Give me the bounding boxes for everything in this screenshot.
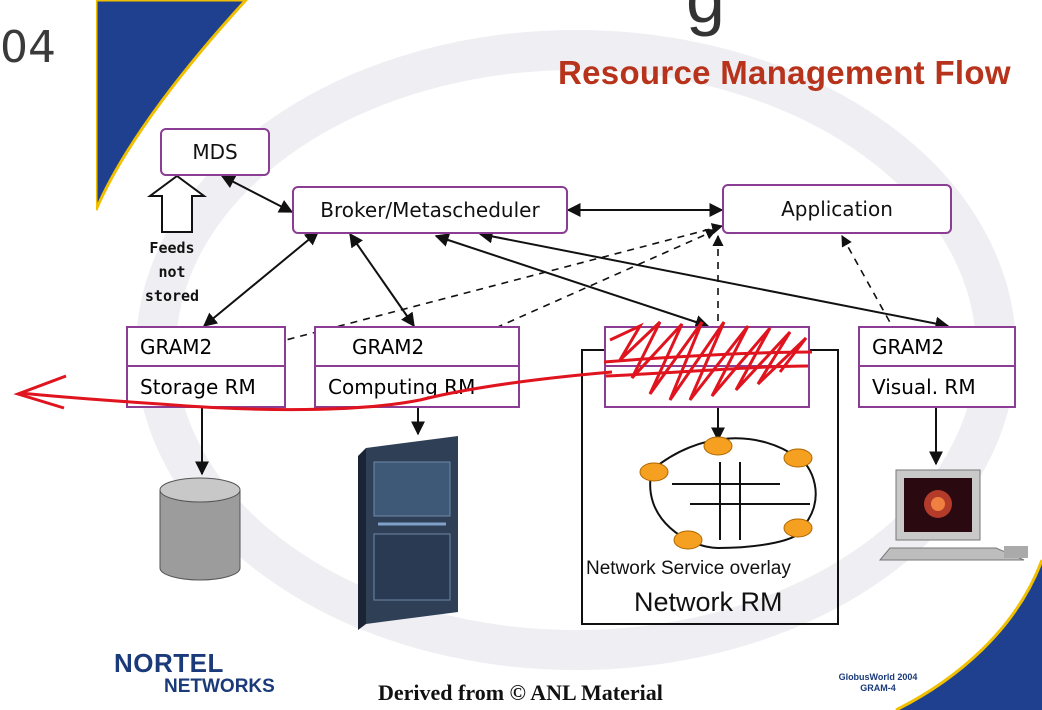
broker-storage-arrow bbox=[202, 231, 320, 327]
annotation-arrow-line bbox=[19, 370, 613, 412]
slide-title: Resource Management Flow bbox=[558, 54, 1011, 91]
server-tower-icon bbox=[358, 436, 458, 630]
storage-rm-label: Storage RM bbox=[140, 374, 256, 399]
bottom-right-swoosh bbox=[896, 560, 1042, 710]
feeds-label: Feeds not stored bbox=[144, 239, 200, 305]
network-node-icon bbox=[703, 436, 733, 456]
mds-box: MDS bbox=[160, 128, 270, 176]
broker-label: Broker/Metascheduler bbox=[320, 198, 540, 222]
scribble-annotation bbox=[603, 320, 813, 401]
computing-gram-box: GRAM2 Computing RM bbox=[314, 326, 520, 408]
workstation-icon bbox=[878, 469, 1028, 561]
footer-event-line2: GRAM-4 bbox=[860, 683, 896, 693]
network-overlay-label: Network Service overlay bbox=[586, 558, 791, 579]
nortel-logo-sub: NETWORKS bbox=[164, 676, 275, 697]
network-node-icon bbox=[783, 518, 813, 538]
visual-gram-box: GRAM2 Visual. RM bbox=[858, 326, 1016, 408]
network-node-icon bbox=[639, 462, 669, 482]
bottom-right-swoosh-edge bbox=[895, 559, 1042, 710]
broker-computing-arrow bbox=[349, 232, 415, 328]
mds-label: MDS bbox=[192, 140, 238, 164]
storage-gram-box: GRAM2 Storage RM bbox=[126, 326, 286, 408]
broker-visual-arrow bbox=[478, 229, 950, 331]
title-fragment: g bbox=[686, 0, 725, 38]
computing-gram-label: GRAM2 bbox=[316, 328, 518, 367]
nortel-logo: NORTEL bbox=[114, 648, 224, 678]
network-gram-label bbox=[606, 328, 808, 367]
storage-gram-label: GRAM2 bbox=[128, 328, 284, 367]
visual-gram-label: GRAM2 bbox=[860, 328, 1014, 367]
application-label: Application bbox=[781, 197, 893, 221]
mds-broker-arrow bbox=[220, 175, 294, 213]
app-computing-dashed bbox=[445, 228, 718, 351]
footer-event-line1: GlobusWorld 2004 bbox=[838, 672, 918, 682]
application-box: Application bbox=[722, 184, 952, 234]
top-left-swoosh bbox=[96, 0, 246, 210]
storage-cylinder-icon bbox=[159, 477, 241, 581]
footer-credit: Derived from © ANL Material bbox=[378, 680, 663, 705]
footer-event: GlobusWorld 2004 GRAM-4 bbox=[828, 672, 928, 694]
visual-rm-label: Visual. RM bbox=[872, 374, 976, 399]
top-left-swoosh-edge bbox=[96, 0, 249, 211]
network-node-icon bbox=[673, 530, 703, 550]
network-rm-label: Network RM bbox=[634, 587, 783, 617]
network-node-icon bbox=[783, 448, 813, 468]
annotation-arrowhead-icon bbox=[13, 374, 67, 410]
slide-number-fragment: 04 bbox=[0, 22, 56, 73]
app-visual-dashed bbox=[841, 235, 893, 327]
broker-box: Broker/Metascheduler bbox=[292, 186, 568, 234]
app-storage-dashed bbox=[239, 223, 724, 353]
feeds-up-arrow-icon bbox=[146, 174, 208, 233]
network-overlay-graph bbox=[639, 436, 817, 550]
